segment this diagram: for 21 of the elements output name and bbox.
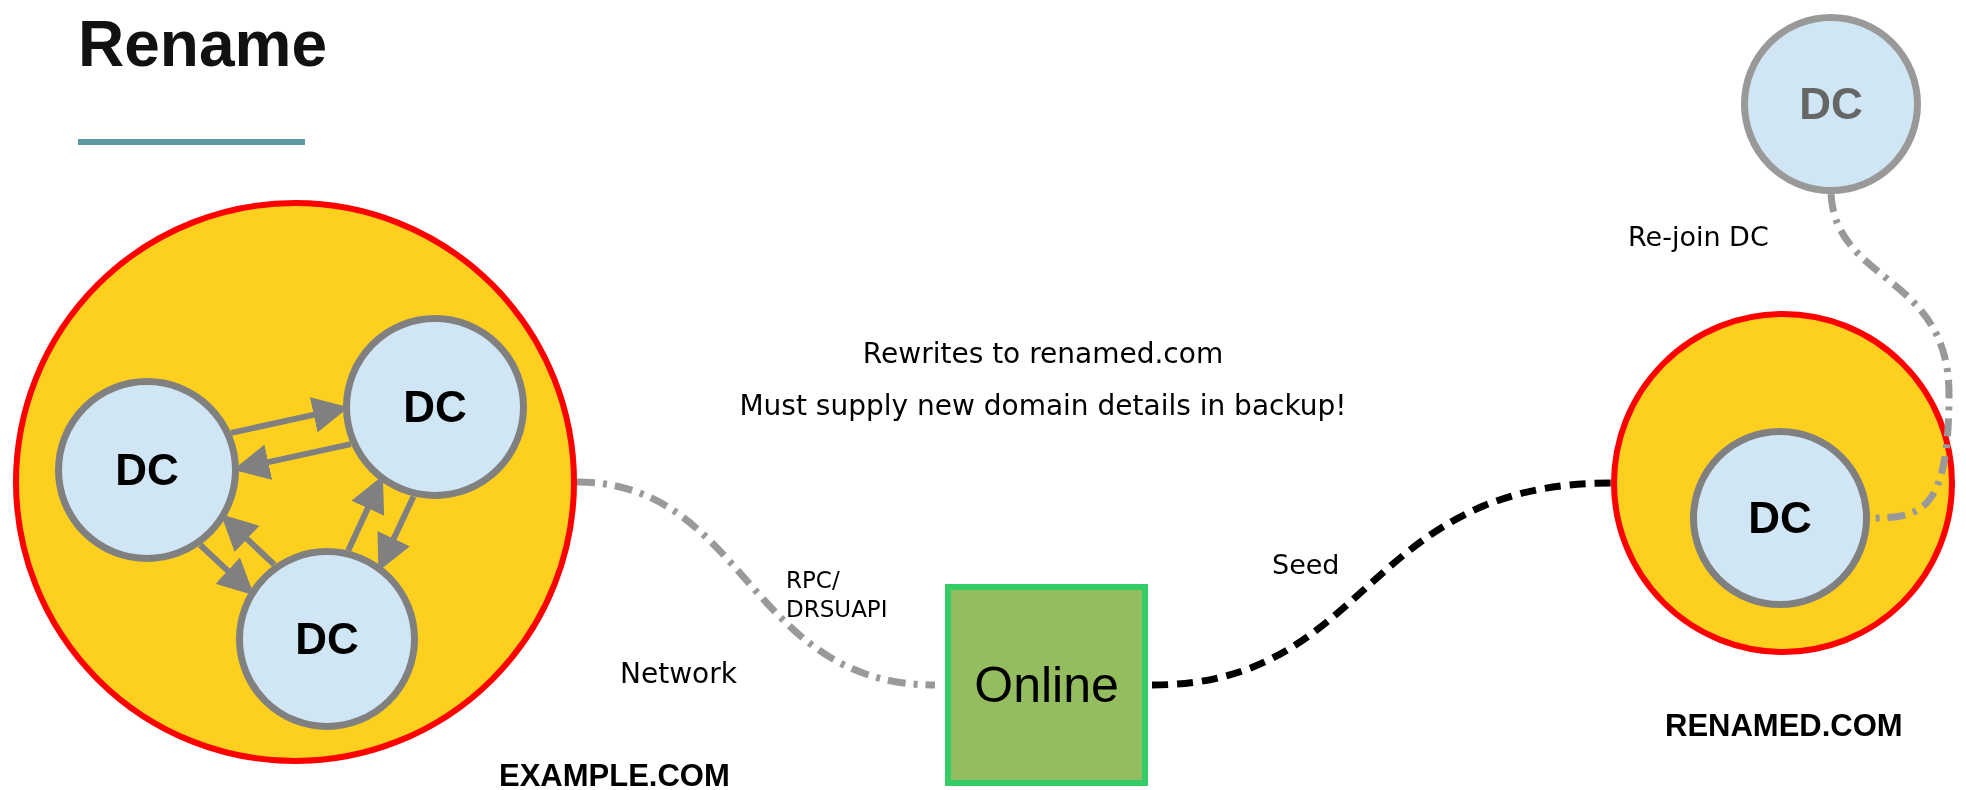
arrow xyxy=(220,514,277,567)
node-label: DC xyxy=(115,448,179,492)
edge-label: Seed xyxy=(1272,548,1341,582)
note-text: Rewrites to renamed.com xyxy=(861,336,1225,371)
node-label: Online xyxy=(974,660,1119,710)
domain-name: EXAMPLE.COM xyxy=(499,760,730,790)
dashed-connector xyxy=(1151,479,1612,689)
node-label: DC xyxy=(403,385,467,429)
node-label: DC xyxy=(295,617,359,661)
note-text: Network xyxy=(620,656,738,691)
arrow xyxy=(198,542,254,596)
node-label: DC xyxy=(1799,82,1863,126)
edge-label: Re-join DC xyxy=(1628,220,1770,254)
online-box xyxy=(945,584,1148,786)
dashed-connector xyxy=(1827,193,1953,522)
node-label: DC xyxy=(1748,496,1812,540)
title: Rename xyxy=(78,7,327,82)
dashed-connector xyxy=(576,478,936,689)
note-text: Must supply new domain details in backup! xyxy=(738,388,1348,423)
domain-name: RENAMED.COM xyxy=(1665,710,1903,741)
edge-label: RPC/ DRSUAPI xyxy=(786,566,889,624)
